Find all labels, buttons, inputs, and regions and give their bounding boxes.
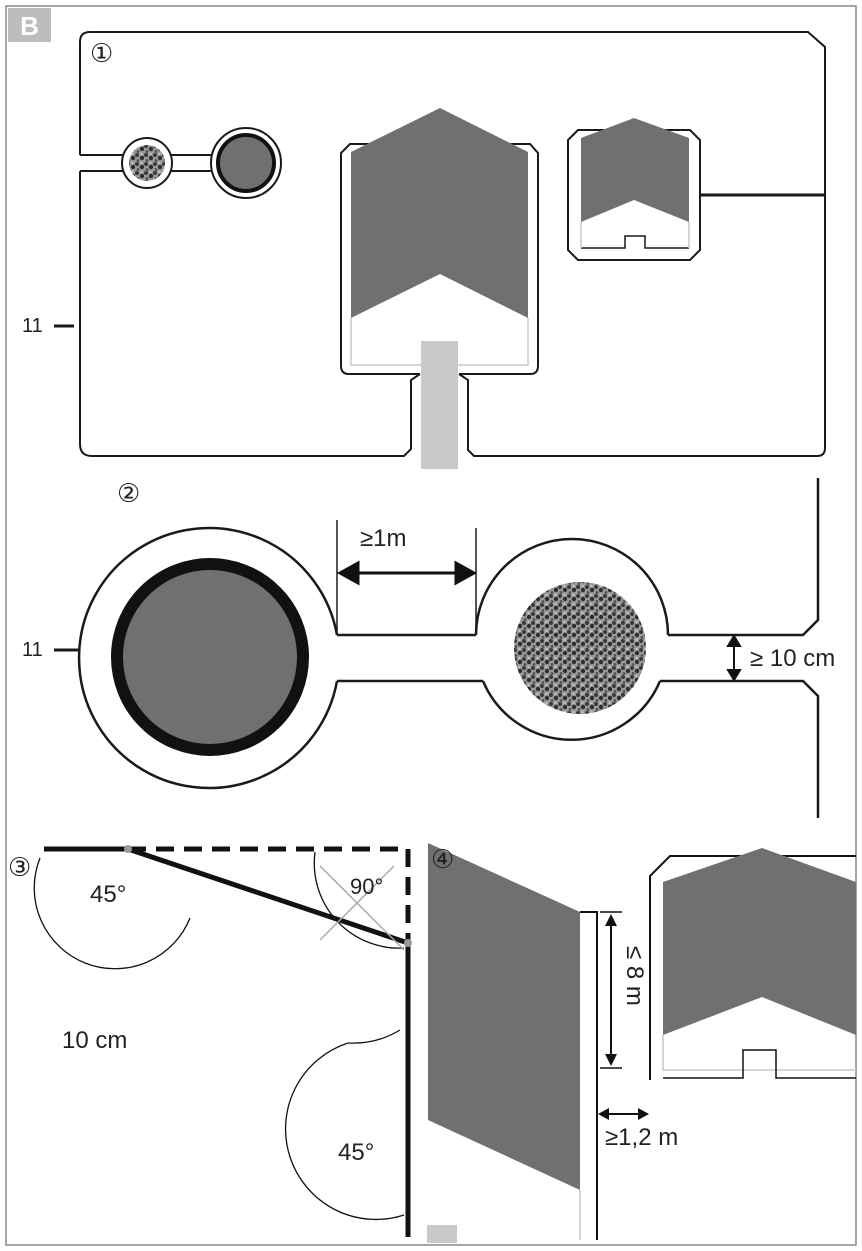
panel-3 — [33, 845, 412, 1237]
section-badge — [8, 8, 51, 42]
panel-1-number: ① — [90, 39, 113, 69]
section-badge-label: B — [20, 11, 39, 41]
gap-dimension — [336, 560, 478, 586]
panel-2 — [77, 478, 820, 818]
garden-path — [421, 341, 458, 469]
shrub-circle-outline — [121, 137, 173, 189]
edge-diagonal — [127, 846, 409, 946]
shrub-large — [514, 582, 646, 714]
panel-4-number: ④ — [431, 845, 454, 875]
angle-arc-bottom — [347, 1029, 401, 1044]
circle-outline-shrub-bottom — [481, 680, 662, 742]
house-roof-right — [663, 848, 856, 1035]
outer-frame — [5, 5, 857, 1246]
circle-outline-shrub — [474, 537, 670, 636]
house-door-right — [663, 1049, 856, 1079]
angle-top-label: 45° — [90, 881, 126, 908]
house-wall-left — [428, 843, 580, 1190]
house-roof-small — [581, 118, 689, 222]
tree-small-ring — [216, 133, 276, 193]
width-label: ≥ 10 cm — [750, 645, 835, 672]
angle-arc-right — [313, 851, 405, 949]
panel-1-marker: 11 — [22, 315, 43, 337]
edge-channel-top — [668, 478, 820, 637]
tree-circle-outline — [210, 127, 282, 199]
distance-label: ≥1,2 m — [605, 1124, 678, 1151]
circle-outline-large — [77, 526, 339, 790]
panel-2-number: ② — [117, 479, 140, 509]
lawn-boundary-1 — [79, 31, 826, 457]
size-label: 10 cm — [62, 1027, 127, 1054]
path-stub — [427, 1225, 457, 1243]
angle-right-label: 90° — [350, 874, 383, 899]
panel-2-marker: 11 — [22, 639, 43, 661]
shrub-small — [129, 145, 165, 181]
angle-arc-top — [33, 857, 191, 970]
angle-bottom-label: 45° — [338, 1139, 374, 1166]
height-label: ≤ 8 m — [621, 946, 648, 1006]
edge-channel-bottom — [660, 679, 820, 818]
width-dimension — [726, 634, 742, 682]
house-roof-large — [351, 108, 528, 318]
lawn-boundary-1-left — [79, 171, 421, 457]
panel-3-number: ③ — [8, 853, 31, 883]
tree-large — [111, 558, 309, 756]
gap-label: ≥1m — [360, 525, 407, 552]
panel-4 — [424, 832, 856, 1243]
house-door-small — [581, 235, 689, 249]
